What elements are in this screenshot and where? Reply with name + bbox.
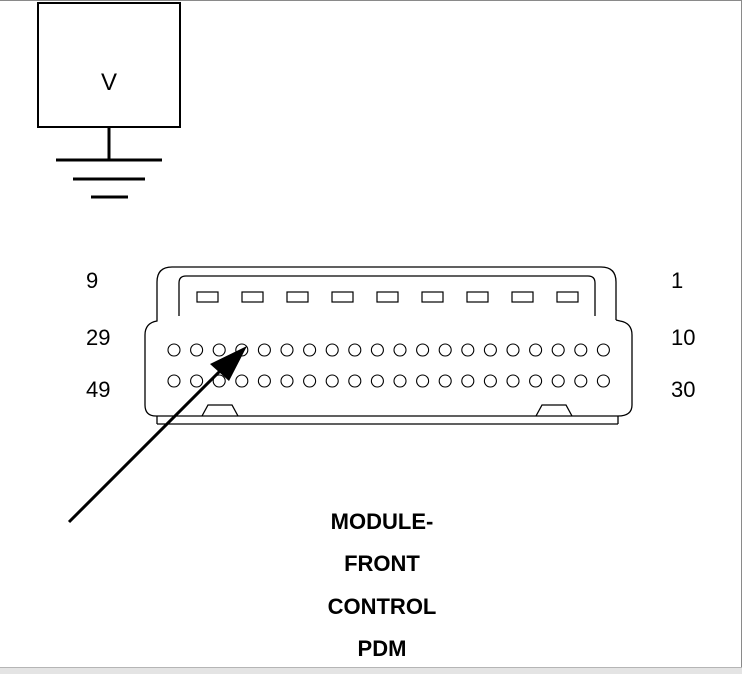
pin-row-bottom [167,374,610,388]
pin-label-mid-right: 10 [671,325,695,350]
pin-label-bottom-left: 49 [86,377,110,402]
pin-cavity-top [511,291,534,303]
module-caption-line-1: MODULE- [331,509,434,534]
connector-body [144,266,633,425]
pin-cavity-bottom [325,374,339,388]
pin-cavity-middle [280,343,294,357]
pin-cavity-middle [551,343,565,357]
pin-cavity-middle [370,343,384,357]
pin-cavity-bottom [348,374,362,388]
pin-cavity-middle [303,343,317,357]
window-top-border [0,0,742,1]
pin-cavity-bottom [303,374,317,388]
pin-cavity-top [421,291,444,303]
ground-icon [56,127,162,199]
pin-cavity-middle [574,343,588,357]
pin-cavity-top [376,291,399,303]
voltmeter-box [37,2,181,128]
pin-cavity-bottom [280,374,294,388]
pin-cavity-middle [348,343,362,357]
pin-label-top-left: 9 [86,268,98,293]
pin-cavity-top [196,291,219,303]
pin-row-middle [167,343,610,357]
pin-cavity-bottom [529,374,543,388]
pin-cavity-middle [483,343,497,357]
pin-label-top-right: 1 [671,268,683,293]
pin-cavity-top [556,291,579,303]
module-caption-line-2: FRONT [344,551,420,576]
pin-cavity-middle [461,343,475,357]
pin-cavity-middle [596,343,610,357]
pin-cavity-middle [167,343,181,357]
pin-cavity-bottom [235,374,249,388]
pin-cavity-bottom [574,374,588,388]
pin-cavity-bottom [506,374,520,388]
pin-cavity-bottom [483,374,497,388]
pin-cavity-bottom [461,374,475,388]
pin-cavity-top [286,291,309,303]
pin-cavity-bottom [212,374,226,388]
pin-cavity-middle [212,343,226,357]
pin-cavity-middle [190,343,204,357]
pin-cavity-bottom [438,374,452,388]
voltmeter-label: V [101,69,117,96]
pin-cavity-bottom [393,374,407,388]
pin-cavity-top [241,291,264,303]
pin-cavity-bottom [596,374,610,388]
pin-label-mid-left: 29 [86,325,110,350]
pin-cavity-top [466,291,489,303]
pin-cavity-bottom [257,374,271,388]
module-caption-line-4: PDM [358,636,407,661]
pin-cavity-bottom [551,374,565,388]
pin-cavity-bottom [416,374,430,388]
pin-cavity-bottom [167,374,181,388]
pin-cavity-middle [506,343,520,357]
voltmeter-symbol: V [37,2,181,128]
module-caption-line-3: CONTROL [328,594,437,619]
pin-row-top [196,291,579,303]
pin-label-bottom-right: 30 [671,377,695,402]
pin-cavity-top [331,291,354,303]
window-bottom-edge [0,667,742,674]
pin-cavity-middle [257,343,271,357]
pin-cavity-middle [438,343,452,357]
pin-cavity-middle [529,343,543,357]
pin-cavity-middle [325,343,339,357]
pin-cavity-bottom [370,374,384,388]
pin-cavity-middle [393,343,407,357]
pin-cavity-middle [416,343,430,357]
pin-cavity-bottom [190,374,204,388]
pointer-arrow-icon [67,346,247,524]
